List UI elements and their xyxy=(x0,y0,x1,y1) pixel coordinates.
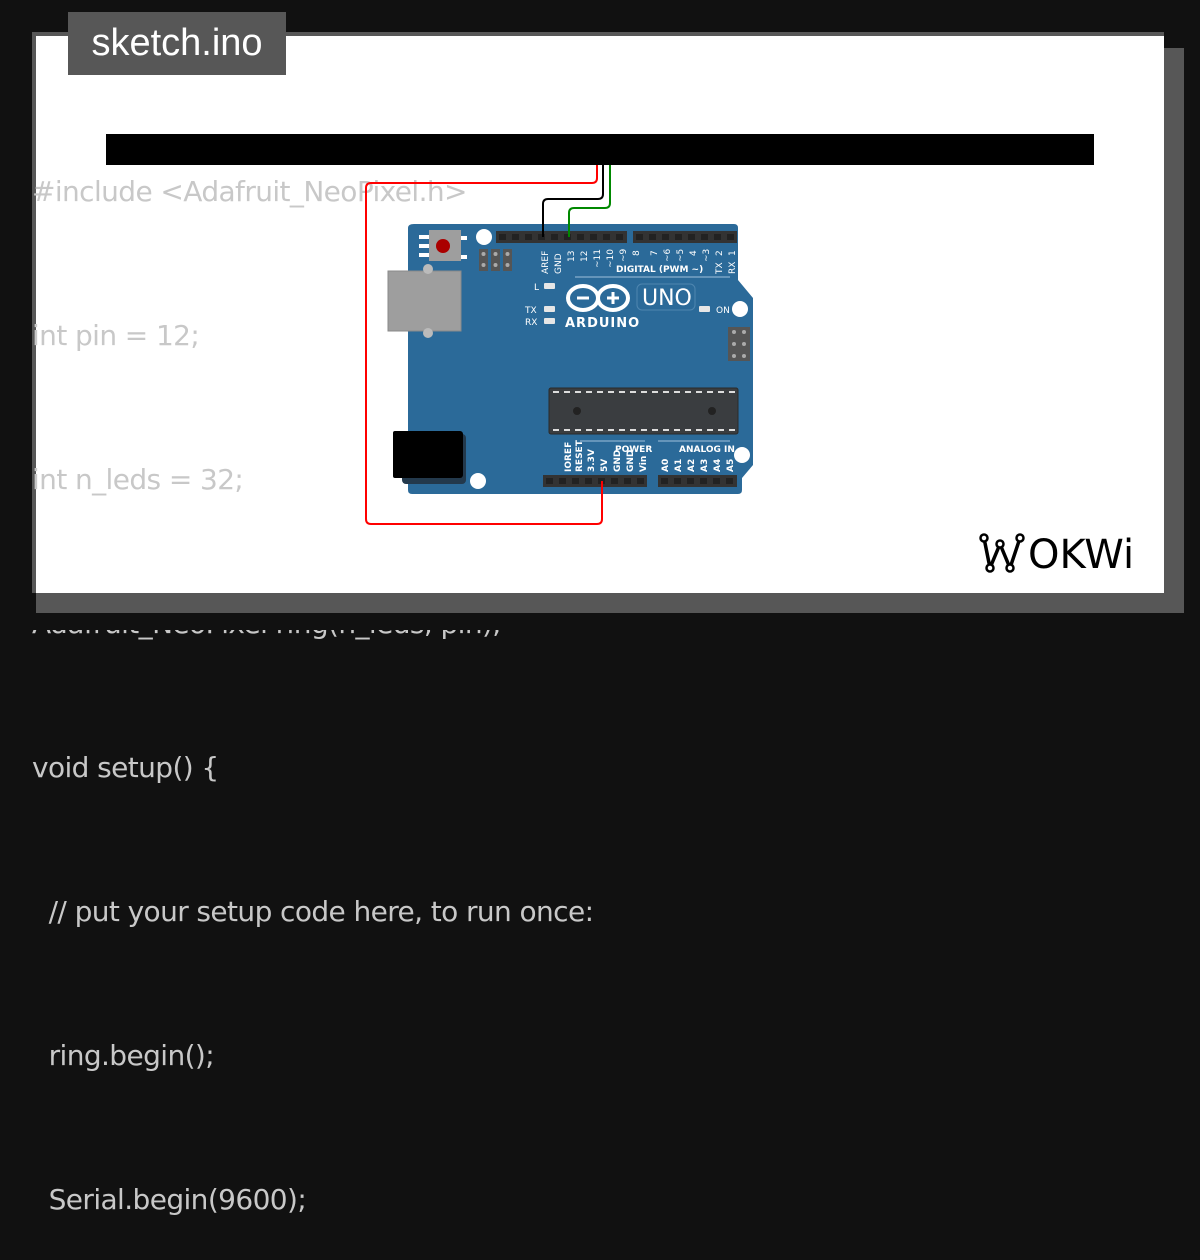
svg-text:~10: ~10 xyxy=(606,249,616,268)
svg-text:ON: ON xyxy=(716,306,730,316)
code-line: // put your setup code here, to run once… xyxy=(32,895,594,928)
svg-text:A2: A2 xyxy=(687,459,697,472)
svg-text:TX: TX xyxy=(715,262,725,275)
svg-text:RESET: RESET xyxy=(575,439,585,472)
svg-text:A4: A4 xyxy=(713,459,723,472)
code-line: ring.begin(); xyxy=(32,1039,215,1072)
svg-text:ANALOG IN: ANALOG IN xyxy=(679,445,735,455)
svg-text:13: 13 xyxy=(567,251,577,262)
file-tab[interactable]: sketch.ino xyxy=(68,12,286,75)
pin-label: AREF xyxy=(541,251,551,274)
code-line: void setup() { xyxy=(32,751,219,784)
svg-text:A5: A5 xyxy=(726,459,736,472)
svg-text:POWER: POWER xyxy=(615,445,652,455)
svg-text:~6: ~6 xyxy=(663,248,673,262)
svg-text:GND: GND xyxy=(613,450,623,472)
svg-text:IOREF: IOREF xyxy=(564,442,574,472)
code-line: int n_leds = 32; xyxy=(32,463,244,496)
svg-text:~3: ~3 xyxy=(702,249,712,262)
svg-text:A0: A0 xyxy=(661,459,671,472)
svg-text:7: 7 xyxy=(650,250,660,256)
svg-text:4: 4 xyxy=(689,250,699,256)
svg-text:2: 2 xyxy=(715,250,725,256)
svg-text:12: 12 xyxy=(580,251,590,262)
svg-text:3.3V: 3.3V xyxy=(587,449,597,472)
uno-model: UNO xyxy=(642,286,692,311)
arduino-uno-board[interactable]: AREF GND 13 12 ~11 ~10 ~9 8 7 ~6 ~5 4 ~3… xyxy=(0,0,1200,630)
code-line: Serial.begin(9600); xyxy=(32,1183,307,1216)
svg-text:~9: ~9 xyxy=(619,248,629,262)
wire-black-gnd xyxy=(542,160,604,237)
svg-text:RX: RX xyxy=(525,318,537,328)
svg-text:RX: RX xyxy=(728,262,738,274)
wokwi-logo-icon: OKWi xyxy=(979,532,1134,576)
code-line: int pin = 12; xyxy=(32,319,200,352)
svg-text:TX: TX xyxy=(524,306,537,316)
redaction-bar xyxy=(106,134,1094,165)
svg-text:~5: ~5 xyxy=(676,249,686,262)
svg-text:GND: GND xyxy=(626,450,636,472)
wire-red-5v xyxy=(365,160,603,525)
code-line: #include <Adafruit_NeoPixel.h> xyxy=(32,175,468,208)
wire-green-pin12 xyxy=(568,160,611,237)
svg-text:~11: ~11 xyxy=(593,249,603,268)
svg-text:1: 1 xyxy=(728,250,738,256)
svg-text:Vin: Vin xyxy=(639,456,649,472)
svg-text:L: L xyxy=(534,283,539,293)
wokwi-logo-text: OKWi xyxy=(1028,532,1134,576)
svg-text:8: 8 xyxy=(632,250,642,256)
svg-text:A1: A1 xyxy=(674,459,684,472)
pin-label: GND xyxy=(554,253,564,274)
background-strip xyxy=(0,613,1200,630)
panel-bottom-edge xyxy=(36,593,1184,613)
arduino-brand: ARDUINO xyxy=(565,316,640,331)
svg-text:5V: 5V xyxy=(600,459,610,472)
svg-text:A3: A3 xyxy=(700,459,710,472)
svg-text:DIGITAL (PWM ~): DIGITAL (PWM ~) xyxy=(616,265,703,275)
wires xyxy=(365,160,611,525)
